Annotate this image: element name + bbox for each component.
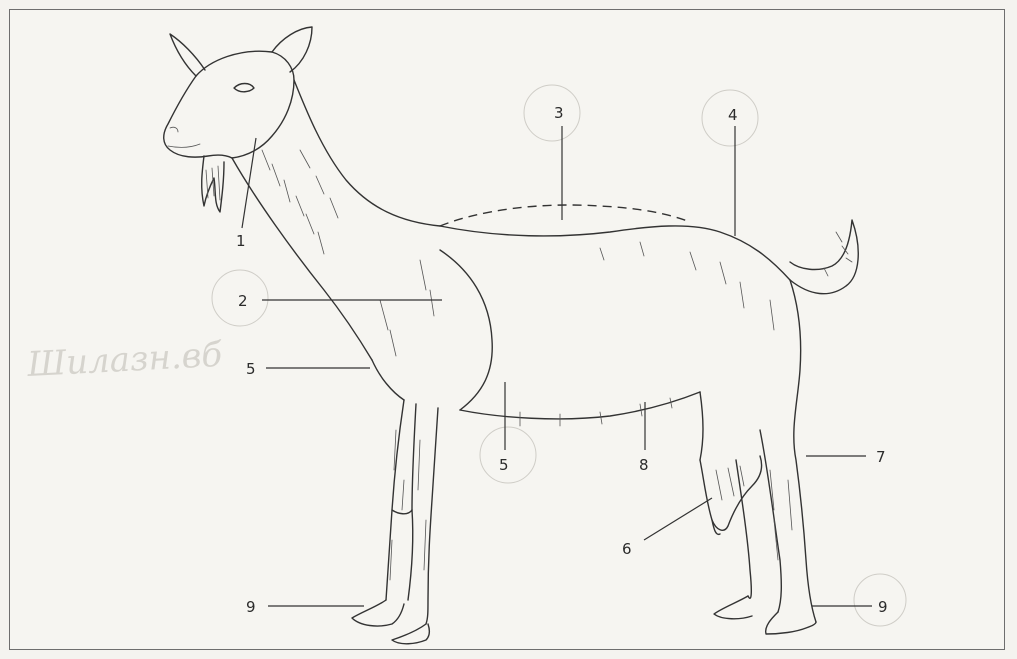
label-3: 3	[554, 104, 564, 122]
leader-6	[644, 498, 712, 540]
leader-lines	[242, 126, 872, 606]
label-9-hind: 9	[878, 598, 888, 616]
label-7: 7	[876, 448, 886, 466]
label-9-front: 9	[246, 598, 256, 616]
leader-1	[242, 138, 256, 228]
handwritten-note: Шилазн.вб	[25, 335, 223, 385]
label-8: 8	[639, 456, 649, 474]
goat-illustration	[164, 27, 859, 644]
label-4: 4	[728, 106, 738, 124]
scan-artifacts	[212, 85, 906, 626]
label-6: 6	[622, 540, 632, 558]
label-5-belly: 5	[499, 456, 509, 474]
label-2: 2	[238, 292, 248, 310]
label-1: 1	[236, 232, 246, 250]
label-5-chest: 5	[246, 360, 256, 378]
